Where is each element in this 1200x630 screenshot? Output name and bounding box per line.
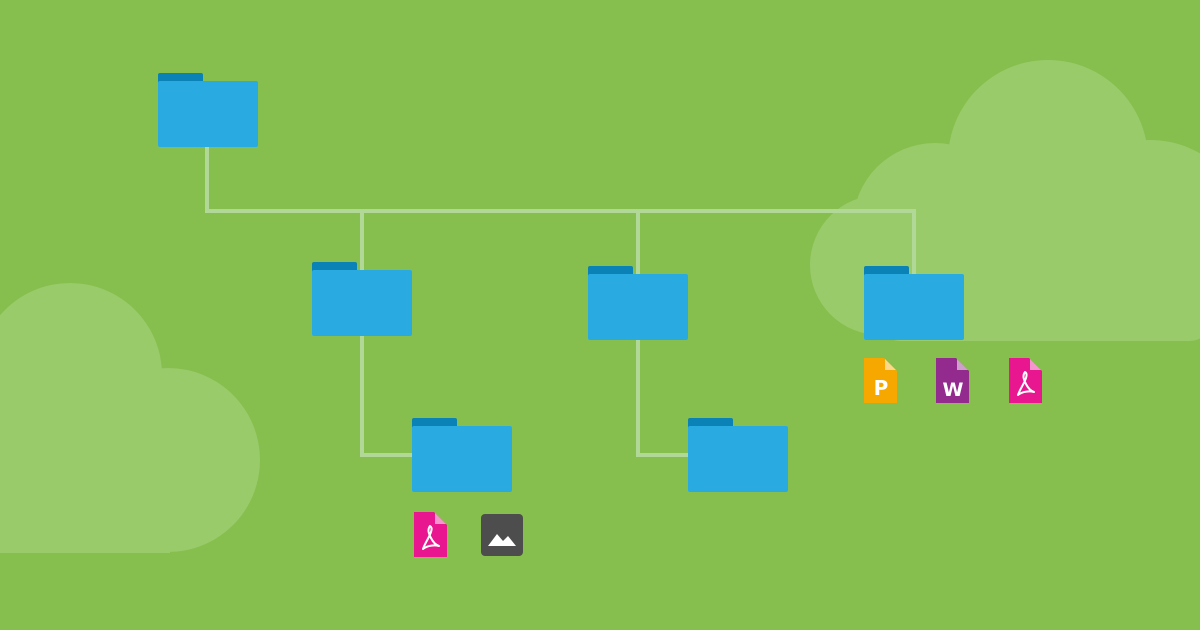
- tree-connectors: [205, 143, 916, 457]
- powerpoint-file-letter: P: [874, 376, 889, 400]
- mountain-glyph: [488, 534, 516, 546]
- word-file-icon[interactable]: W: [936, 358, 969, 403]
- connector-root-to-bus: [205, 143, 916, 213]
- folder-icon[interactable]: [864, 266, 964, 340]
- acrobat-glyph: [1017, 371, 1035, 396]
- image-file-icon[interactable]: [481, 514, 523, 556]
- folder-icon[interactable]: [412, 418, 512, 492]
- folder-icon[interactable]: [588, 266, 688, 340]
- connector-folder-a-to-a1: [360, 333, 417, 457]
- folder-icon[interactable]: [688, 418, 788, 492]
- word-file-letter: W: [943, 379, 964, 401]
- folder-icon[interactable]: [312, 262, 412, 336]
- cloud-right: [810, 60, 1200, 341]
- folder-icon[interactable]: [158, 73, 258, 147]
- pdf-file-icon[interactable]: [414, 512, 447, 557]
- pdf-file-icon[interactable]: [1009, 358, 1042, 403]
- cloud-left: [0, 283, 260, 553]
- powerpoint-file-icon[interactable]: P: [864, 358, 897, 403]
- acrobat-glyph: [422, 525, 440, 550]
- connector-folder-b-to-b1: [636, 337, 692, 457]
